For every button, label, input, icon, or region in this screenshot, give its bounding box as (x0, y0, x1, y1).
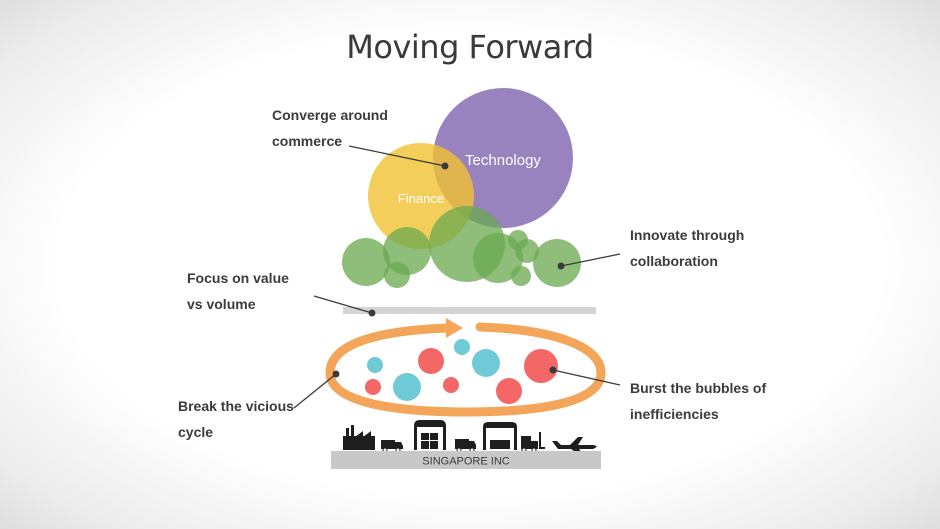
callout-converge-line1: Converge around (272, 107, 388, 123)
shed-icon (483, 422, 517, 450)
red-bubble (524, 349, 558, 383)
factory-icon (343, 425, 375, 450)
callout-break-line1: Break the vicious (178, 398, 294, 414)
callout-burst-line1: Burst the bubbles of (630, 380, 767, 396)
green-bubble (342, 238, 390, 286)
slide-title: Moving Forward (346, 28, 594, 66)
callout-focus-line2: vs volume (187, 296, 256, 312)
van-icon (455, 439, 476, 453)
red-bubble (365, 379, 381, 395)
cycle-loop (325, 322, 606, 417)
green-bubble (384, 262, 410, 288)
value-bar (343, 307, 596, 314)
callout-focus-line1: Focus on value (187, 270, 289, 286)
green-bubble (515, 239, 539, 263)
logistics-icons (343, 420, 597, 455)
inefficiency-bubbles (365, 339, 558, 404)
warehouse-icon (414, 420, 446, 450)
forklift-icon (521, 432, 545, 453)
callout-break-line2: cycle (178, 424, 214, 440)
singapore-inc-label: SINGAPORE INC (422, 456, 509, 468)
callout-innovate-line1: Innovate through (630, 227, 745, 243)
green-bubble (511, 266, 531, 286)
red-bubble (443, 377, 459, 393)
singapore-inc-bar (331, 451, 601, 469)
cyan-bubble (472, 349, 500, 377)
technology-label: Technology (465, 152, 541, 169)
callout-lines (293, 145, 621, 409)
cycle-arrowhead (446, 318, 463, 338)
collaboration-bubbles (342, 206, 581, 288)
callout-innovate: Innovate through collaboration (630, 222, 744, 274)
callout-break: Break the vicious cycle (178, 393, 294, 445)
callout-converge-line2: commerce (272, 133, 343, 149)
cyan-bubble (454, 339, 470, 355)
green-bubble (533, 239, 581, 287)
callout-focus: Focus on value vs volume (187, 265, 289, 317)
red-bubble (418, 348, 444, 374)
callout-converge: Converge around commerce (272, 102, 388, 154)
cyan-bubble (393, 373, 421, 401)
truck-icon (381, 440, 403, 453)
callout-burst: Burst the bubbles of inefficiencies (630, 375, 766, 427)
red-bubble (496, 378, 522, 404)
callout-innovate-line2: collaboration (630, 253, 718, 269)
cyan-bubble (367, 357, 383, 373)
callout-burst-line2: inefficiencies (630, 406, 719, 422)
finance-label: Finance (398, 191, 444, 206)
